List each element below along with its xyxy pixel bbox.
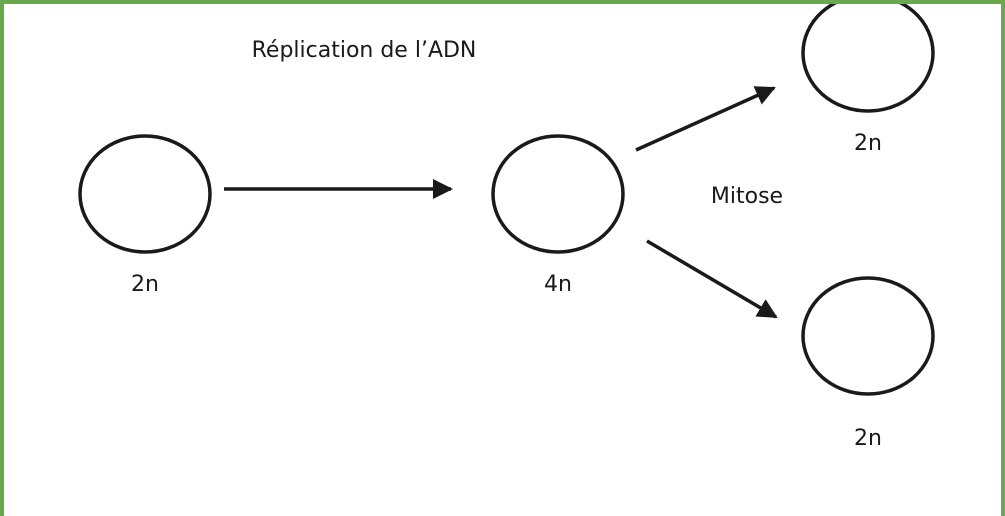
mitosis-arrow-top: [635, 86, 776, 152]
cell-daughter-top-circle: [801, 4, 935, 113]
cell-daughter-bottom-label: 2n: [854, 426, 882, 451]
cell-daughter-top-label: 2n: [854, 131, 882, 156]
mitosis-arrow-bottom: [646, 239, 778, 319]
cell-start-circle: [78, 134, 212, 254]
cell-replicated-label: 4n: [544, 272, 572, 297]
cell-division-diagram: Réplication de l’ADN 2n 4n Mitose 2n 2n: [78, 4, 935, 451]
cell-daughter-bottom-circle: [801, 276, 935, 396]
mitosis-label: Mitose: [711, 184, 783, 209]
cell-replicated-circle: [491, 134, 625, 254]
replication-title: Réplication de l’ADN: [252, 38, 477, 63]
cell-start-label: 2n: [131, 272, 159, 297]
